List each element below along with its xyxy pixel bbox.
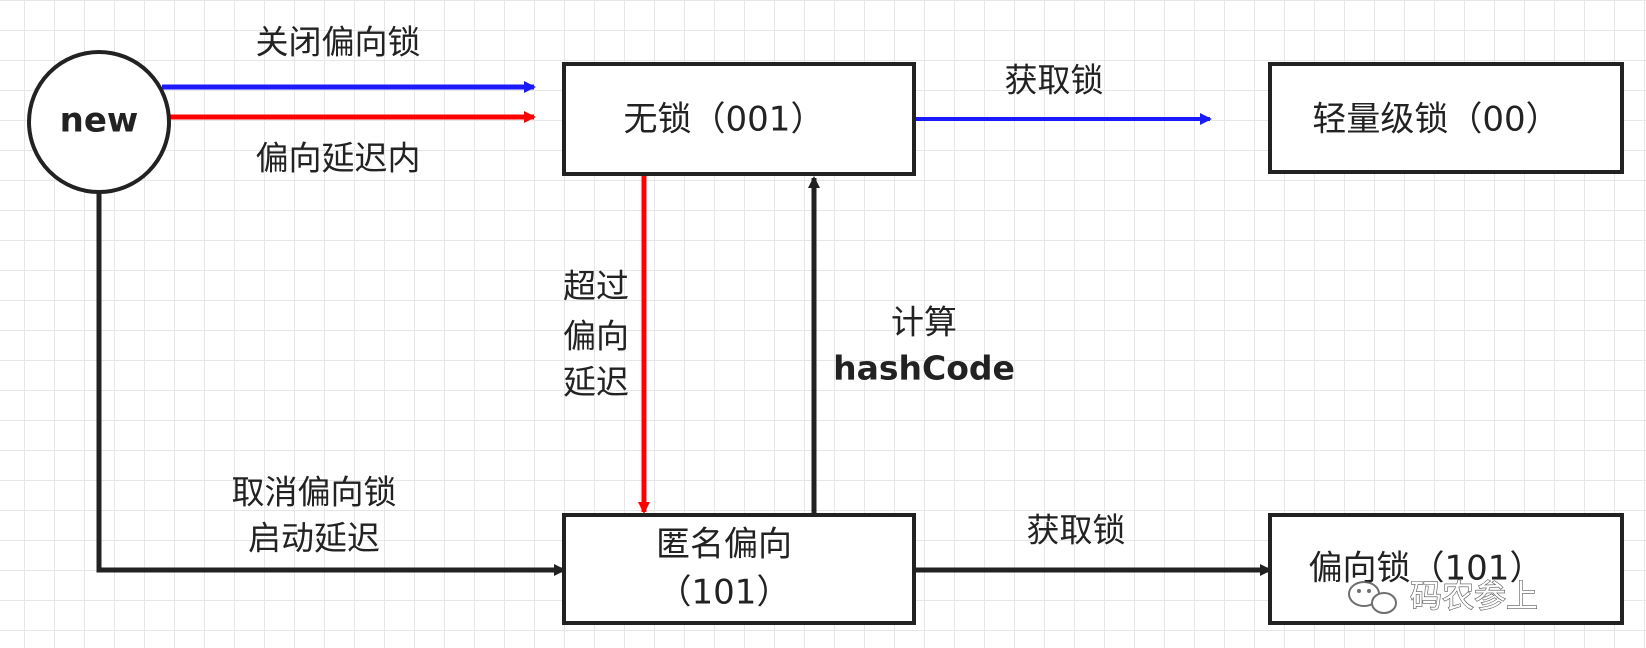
node-anonymous-box (562, 513, 916, 625)
edge-label-hashcode: hashCode (833, 349, 1015, 388)
node-lightweight-lock: 轻量级锁（00） (1268, 62, 1624, 174)
edge-new-to-nolock-disable: 关闭偏向锁 (162, 23, 536, 93)
edge-label-disable-biased: 关闭偏向锁 (256, 23, 421, 62)
edge-nolock-to-anonymous: 超过 偏向 延迟 (563, 176, 650, 514)
node-no-lock-label: 无锁（001） (624, 100, 825, 140)
node-new-label: new (60, 101, 139, 141)
edge-label-exceed-line1: 超过 (563, 267, 629, 306)
edge-new-to-anonymous: 取消偏向锁 启动延迟 (96, 192, 566, 576)
node-new-circle (27, 50, 171, 194)
node-biased-lock: 偏向锁（101） (1268, 513, 1624, 625)
node-anonymous-label-line1: 匿名偏向 (656, 525, 792, 565)
edge-anonymous-to-nolock: 计算 hashCode (808, 176, 1015, 513)
node-no-lock-box (562, 62, 916, 176)
edge-label-acquire-lock-bottom: 获取锁 (1027, 511, 1126, 550)
edge-label-calc: 计算 (891, 303, 957, 342)
edge-label-exceed-line3: 延迟 (563, 363, 629, 402)
node-no-lock: 无锁（001） (562, 62, 916, 176)
edge-label-within-delay: 偏向延迟内 (256, 139, 421, 178)
node-biased-label: 偏向锁（101） (1309, 549, 1544, 589)
node-new: new (27, 50, 171, 194)
edge-line-black (96, 192, 566, 576)
node-lightweight-label: 轻量级锁（00） (1312, 100, 1559, 140)
node-biased-box (1268, 513, 1624, 625)
edge-label-cancel-biased: 取消偏向锁 (232, 473, 397, 512)
node-anonymous-biased: 匿名偏向 （101） (562, 513, 916, 625)
edge-label-exceed-line2: 偏向 (563, 317, 629, 356)
edge-new-to-nolock-within-delay: 偏向延迟内 (162, 111, 536, 178)
edge-label-acquire-lock-top: 获取锁 (1005, 61, 1104, 100)
watermark: 码农参上 (1348, 576, 1539, 616)
node-lightweight-box (1268, 62, 1624, 174)
node-anonymous-label-line2: （101） (658, 573, 791, 613)
wechat-icon (1348, 581, 1397, 614)
watermark-text: 码农参上 (1410, 577, 1538, 615)
edge-label-startup-delay: 启动延迟 (248, 519, 380, 558)
edge-anonymous-to-biased: 获取锁 (914, 511, 1272, 576)
edge-nolock-to-lightweight: 获取锁 (874, 61, 1212, 125)
